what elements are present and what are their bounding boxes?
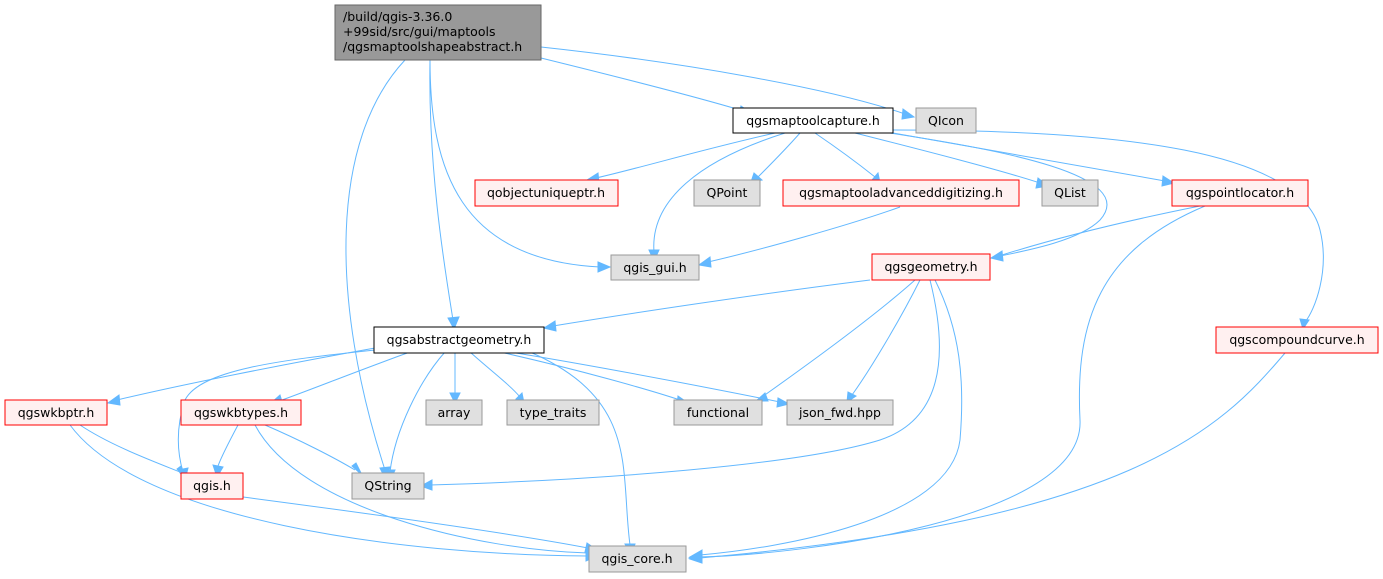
edge-capture-to-qpoint xyxy=(757,132,801,178)
edge-advdigitizing-to-qgis-gui xyxy=(707,206,901,263)
node-qlist-label: QList xyxy=(1054,185,1086,200)
arrowhead xyxy=(697,256,712,268)
node-qstring[interactable]: QString xyxy=(351,472,425,500)
edge-absgeom-to-qstring xyxy=(389,351,446,473)
edge-qgis-to-qgis-core xyxy=(242,496,589,549)
node-qicon-label: QIcon xyxy=(928,113,964,128)
arrowhead xyxy=(597,261,612,273)
node-qgsmaptooladvanceddigitizing-label: qgsmaptooladvanceddigitizing.h xyxy=(799,185,1003,200)
edge-root-to-qgsabstractgeometry xyxy=(429,59,454,321)
edge-capture-to-qgspointlocator xyxy=(892,132,1166,182)
arrowhead xyxy=(447,316,460,331)
node-qgscompoundcurve-label: qgscompoundcurve.h xyxy=(1229,332,1364,347)
edge-wkbptr-to-qgis-core xyxy=(69,424,589,557)
node-qgsabstractgeometry[interactable]: qgsabstractgeometry.h xyxy=(373,326,545,354)
node-qgis-core[interactable]: qgis_core.h xyxy=(588,545,687,573)
node-qgis-label: qgis.h xyxy=(193,478,231,493)
arrowhead xyxy=(419,479,433,491)
edge-qgsgeometry-to-json xyxy=(851,279,921,396)
edge-capture-to-qlist xyxy=(854,132,1041,184)
node-type-traits-label: type_traits xyxy=(520,405,587,420)
edge-absgeom-to-functional xyxy=(499,351,681,401)
node-qgis-core-label: qgis_core.h xyxy=(601,551,672,566)
node-qobjectuniqueptr[interactable]: qobjectuniqueptr.h xyxy=(474,179,619,207)
node-qgspointlocator[interactable]: qgspointlocator.h xyxy=(1171,179,1309,207)
node-json-fwd-label: json_fwd.hpp xyxy=(798,405,881,420)
node-qgsabstractgeometry-label: qgsabstractgeometry.h xyxy=(387,332,532,347)
edges xyxy=(69,46,1324,559)
edge-pointlocator-to-qgsgeometry xyxy=(1001,205,1201,256)
edge-wkbptr-to-qgis xyxy=(79,424,181,473)
edge-capture-to-advdigitizing xyxy=(814,132,876,178)
edge-absgeom-to-qgis-core xyxy=(529,351,631,546)
node-root-line-3: /qgsmaptoolshapeabstract.h xyxy=(343,39,522,54)
node-functional[interactable]: functional xyxy=(673,399,763,426)
node-json-fwd[interactable]: json_fwd.hpp xyxy=(786,399,894,426)
node-qgis[interactable]: qgis.h xyxy=(180,472,244,500)
node-qobjectuniqueptr-label: qobjectuniqueptr.h xyxy=(487,185,605,200)
node-array-label: array xyxy=(438,405,471,420)
arrowhead xyxy=(688,552,703,564)
node-qgswkbtypes-label: qgswkbtypes.h xyxy=(194,405,288,420)
arrowhead xyxy=(776,397,791,408)
edge-qgsgeometry-to-qgis-core xyxy=(699,279,963,556)
node-qlist[interactable]: QList xyxy=(1041,179,1099,207)
node-array[interactable]: array xyxy=(425,399,483,426)
arrowhead xyxy=(449,392,461,405)
edge-absgeom-to-qgis xyxy=(177,349,376,473)
arrowhead xyxy=(1161,175,1176,187)
node-qgswkbptr[interactable]: qgswkbptr.h xyxy=(4,399,108,426)
node-qgis-gui[interactable]: qgis_gui.h xyxy=(610,254,700,281)
node-root-line-2: +99sid/src/gui/maptools xyxy=(343,24,495,39)
node-root[interactable]: /build/qgis-3.36.0 +99sid/src/gui/maptoo… xyxy=(334,4,542,61)
node-qpoint[interactable]: QPoint xyxy=(693,179,761,207)
edge-root-to-qstring xyxy=(345,59,406,471)
node-root-line-1: /build/qgis-3.36.0 xyxy=(343,9,452,24)
arrowhead xyxy=(989,250,1004,262)
edge-capture-to-qgis-gui xyxy=(653,132,786,253)
edge-root-to-qgis-gui xyxy=(429,59,601,268)
edge-wkbtypes-to-qstring xyxy=(264,424,356,471)
edge-capture-to-qobjectuniqueptr xyxy=(595,132,776,179)
node-type-traits[interactable]: type_traits xyxy=(506,399,600,426)
node-functional-label: functional xyxy=(687,405,749,420)
node-qgsmaptooladvanceddigitizing[interactable]: qgsmaptooladvanceddigitizing.h xyxy=(782,179,1020,207)
node-qgswkbptr-label: qgswkbptr.h xyxy=(18,405,95,420)
edge-qgsgeometry-to-qstring xyxy=(429,279,940,486)
edge-absgeom-to-type-traits xyxy=(469,351,521,398)
node-qstring-label: QString xyxy=(364,478,411,493)
edge-qgsgeometry-to-qgsabstractgeometry xyxy=(552,279,871,327)
nodes: /build/qgis-3.36.0 +99sid/src/gui/maptoo… xyxy=(4,4,1379,573)
arrowhead xyxy=(212,464,224,479)
edge-root-to-qicon xyxy=(540,46,906,115)
arrowhead xyxy=(351,462,363,476)
arrowhead xyxy=(542,320,557,332)
arrowhead xyxy=(106,394,121,406)
node-qgsmaptoolcapture[interactable]: qgsmaptoolcapture.h xyxy=(732,107,894,134)
node-qgsmaptoolcapture-label: qgsmaptoolcapture.h xyxy=(746,113,880,128)
node-qgsgeometry-label: qgsgeometry.h xyxy=(884,259,977,274)
edge-wkbtypes-to-qgis-core xyxy=(254,424,589,554)
edge-compoundcurve-to-qgis-core xyxy=(699,352,1286,559)
arrowhead xyxy=(901,108,916,120)
edge-root-to-qgsmaptoolcapture xyxy=(540,57,741,111)
node-qpoint-label: QPoint xyxy=(707,185,748,200)
edge-absgeom-to-json xyxy=(509,351,781,403)
edge-absgeom-to-qgswkbptr xyxy=(116,347,376,401)
node-qicon[interactable]: QIcon xyxy=(915,107,977,134)
node-qgswkbtypes[interactable]: qgswkbtypes.h xyxy=(180,399,302,426)
edge-qgsgeometry-to-functional xyxy=(761,279,916,398)
node-qgspointlocator-label: qgspointlocator.h xyxy=(1186,185,1294,200)
edge-absgeom-to-qgswkbtypes xyxy=(281,351,411,401)
node-qgscompoundcurve[interactable]: qgscompoundcurve.h xyxy=(1215,326,1379,354)
node-qgsgeometry[interactable]: qgsgeometry.h xyxy=(871,253,991,281)
edge-wkbtypes-to-qgis xyxy=(217,424,239,467)
node-qgis-gui-label: qgis_gui.h xyxy=(623,260,686,275)
edge-pointlocator-to-qgis-core xyxy=(697,205,1206,558)
